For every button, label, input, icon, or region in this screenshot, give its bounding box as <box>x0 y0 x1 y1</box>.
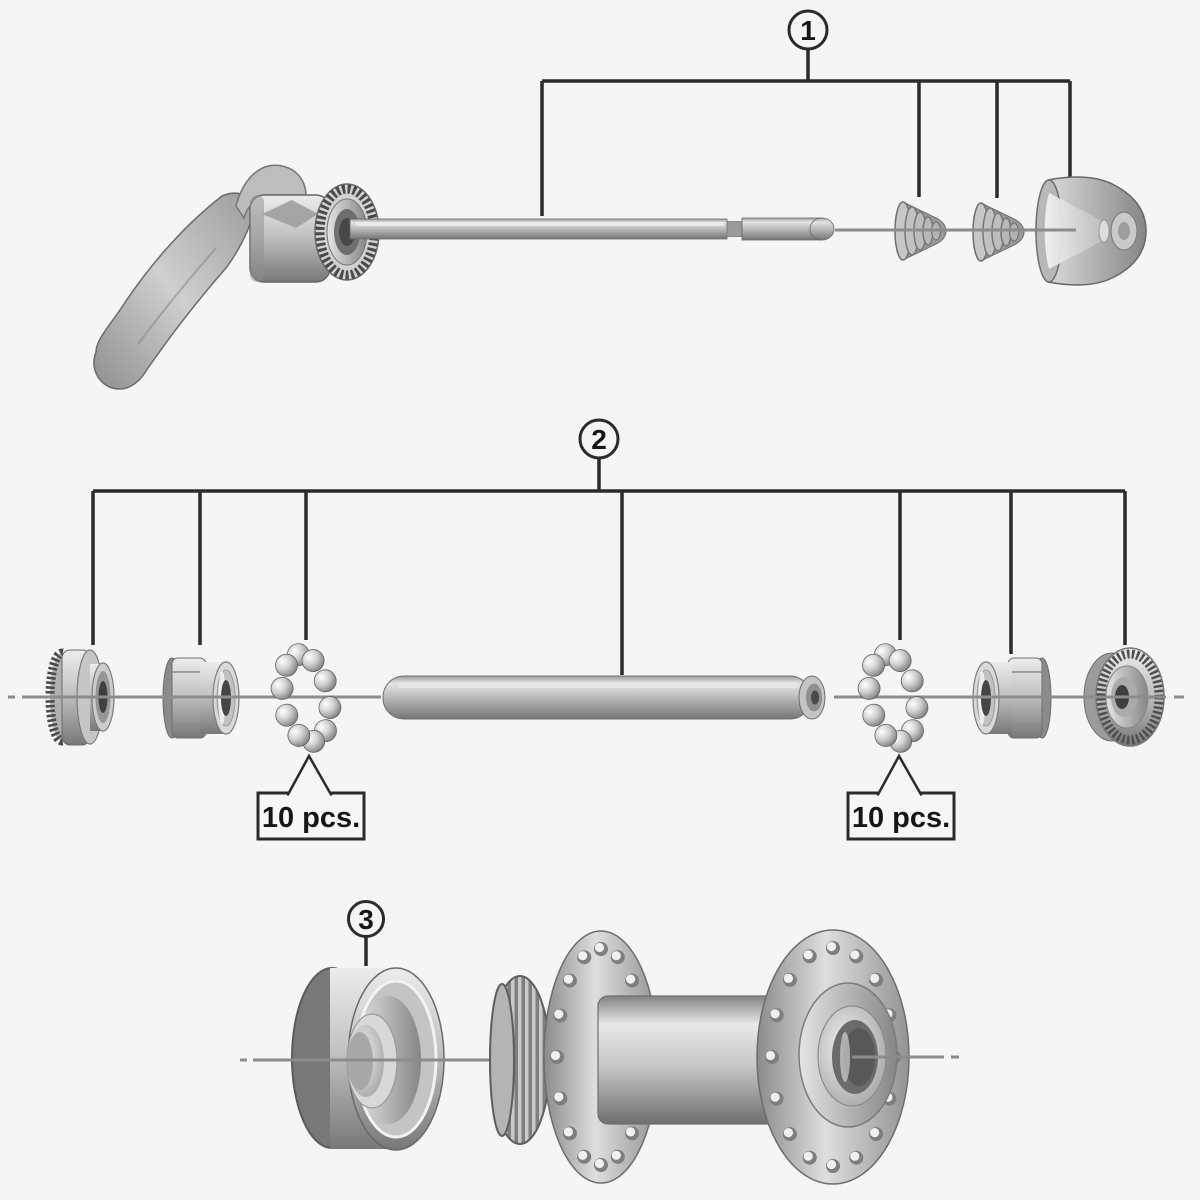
qty-label-left: 10 pcs. <box>262 802 360 834</box>
ball-retainer-left <box>270 643 342 753</box>
centerlock-spline-ring <box>489 975 551 1145</box>
ball-retainer-right <box>857 643 929 753</box>
hub-flange-right <box>756 929 910 1185</box>
qty-box-right: 10 pcs. <box>846 753 956 841</box>
callout-3: 3 <box>347 900 385 966</box>
callout-1-label: 1 <box>800 15 816 46</box>
skewer-rod <box>349 217 835 241</box>
bracket-2 <box>91 458 1127 675</box>
qty-label-right: 10 pcs. <box>852 802 950 834</box>
axle <box>382 675 826 720</box>
qr-spring-right <box>972 202 1025 262</box>
callout-2-label: 2 <box>591 424 607 455</box>
qty-box-left: 10 pcs. <box>256 753 366 841</box>
bracket-1 <box>540 49 1072 216</box>
callout-1: 1 <box>787 9 829 51</box>
hub-body <box>489 929 910 1185</box>
callout-3-label: 3 <box>358 904 374 935</box>
callout-2: 2 <box>578 418 620 460</box>
qr-cam-body <box>249 194 331 283</box>
